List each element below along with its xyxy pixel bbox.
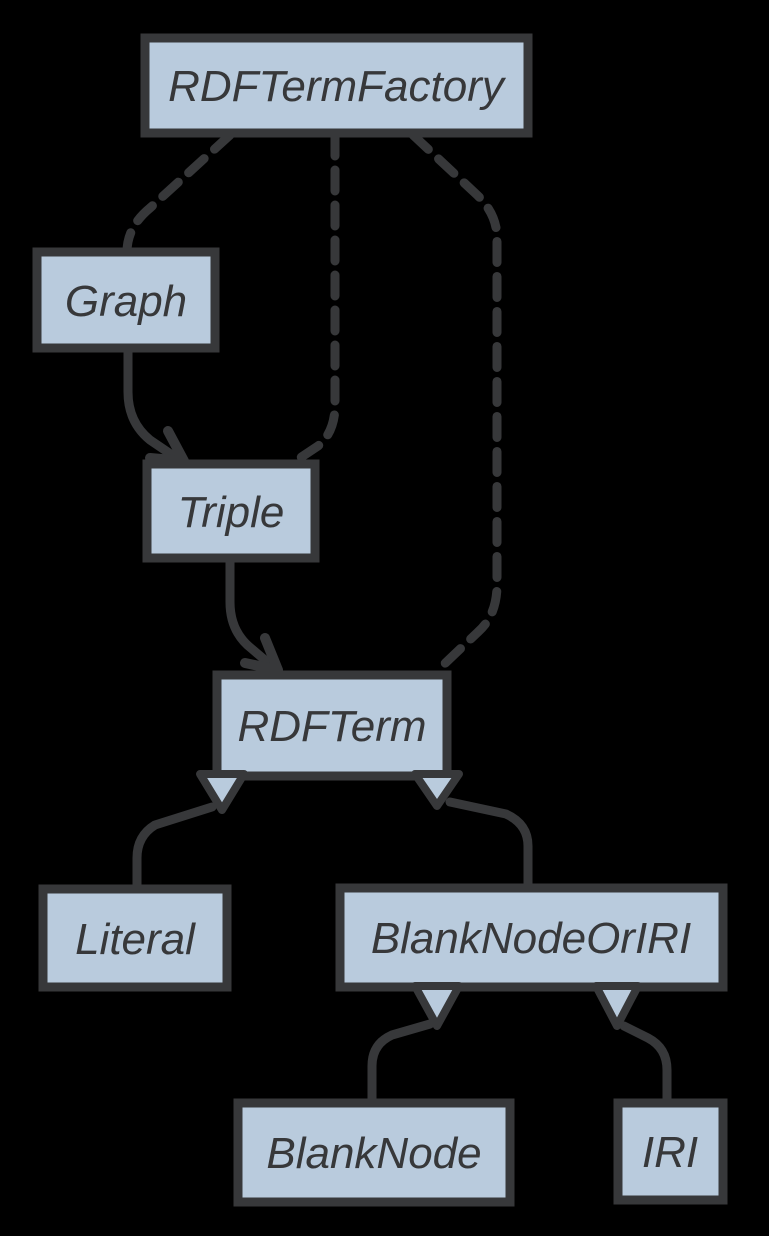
triangle-iri-blanknodeoriri — [592, 982, 642, 1030]
node-label: Graph — [65, 277, 187, 326]
node-box — [142, 459, 320, 563]
node-label: RDFTermFactory — [168, 62, 507, 111]
edge-triple-rdfterm — [225, 553, 277, 671]
node-box — [140, 33, 533, 138]
node-rdf-term-factory: RDFTermFactory — [140, 33, 533, 138]
triangle-literal-rdfterm — [196, 770, 248, 814]
edge-rdftermfactory-rdfterm — [408, 130, 502, 675]
node-label: RDFTerm — [237, 702, 426, 751]
edge-literal-rdfterm — [132, 802, 217, 894]
node-box — [335, 883, 728, 992]
edge-blanknode-blanknodeoriri — [367, 1019, 435, 1108]
generalization-triangles — [196, 770, 642, 1030]
edge-blanknodeoriri-rdfterm — [445, 797, 533, 893]
node-blank-node-or-iri: BlankNodeOrIRI — [335, 883, 728, 992]
edge-group — [122, 130, 672, 1108]
node-box — [38, 884, 232, 992]
edge-iri-blanknodeoriri — [619, 1021, 672, 1108]
edge-rdftermfactory-graph — [122, 130, 235, 257]
node-graph: Graph — [32, 247, 220, 353]
node-label: Triple — [178, 488, 285, 537]
node-box — [613, 1098, 728, 1205]
edge-graph-triple — [123, 343, 183, 464]
node-literal: Literal — [38, 884, 232, 992]
node-box — [212, 670, 452, 781]
edge-rdftermfactory-triple — [289, 130, 340, 467]
triangle-blanknode-blanknodeoriri — [411, 982, 463, 1030]
node-label: Literal — [75, 915, 196, 964]
arrowhead-triple-rdfterm — [240, 633, 283, 675]
node-label: BlankNodeOrIRI — [371, 914, 691, 963]
node-box — [233, 1098, 515, 1207]
node-box — [32, 247, 220, 353]
node-label: BlankNode — [266, 1129, 481, 1178]
node-triple: Triple — [142, 459, 320, 563]
node-label: IRI — [642, 1128, 698, 1177]
node-rdf-term: RDFTerm — [212, 670, 452, 781]
node-iri: IRI — [613, 1098, 728, 1205]
node-blank-node: BlankNode — [233, 1098, 515, 1207]
triangle-blanknodeoriri-rdfterm — [411, 770, 463, 810]
